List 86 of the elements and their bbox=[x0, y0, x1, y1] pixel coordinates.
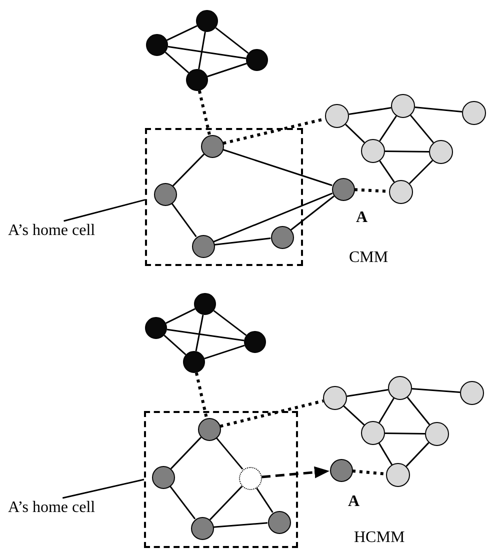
network-node bbox=[246, 49, 268, 71]
network-node bbox=[154, 182, 176, 206]
link-line bbox=[384, 432, 426, 435]
link-line bbox=[378, 442, 393, 466]
link-line bbox=[169, 486, 196, 520]
cell-boundary bbox=[144, 411, 298, 548]
link-line bbox=[209, 486, 243, 520]
link-line bbox=[406, 442, 430, 467]
network-node bbox=[270, 226, 294, 248]
network-node bbox=[183, 351, 205, 373]
network-node bbox=[429, 140, 453, 164]
network-node bbox=[268, 510, 290, 534]
leader-line bbox=[64, 199, 146, 222]
link-line bbox=[213, 522, 268, 528]
network-node bbox=[391, 94, 415, 118]
network-node bbox=[323, 386, 347, 410]
link-line bbox=[168, 46, 246, 60]
dotted-link bbox=[194, 372, 208, 418]
link-line bbox=[412, 388, 460, 393]
network-node bbox=[460, 381, 484, 405]
link-line bbox=[207, 62, 247, 78]
network-node bbox=[330, 458, 352, 482]
network-node bbox=[145, 317, 167, 339]
network-node bbox=[425, 422, 449, 446]
model-label: HCMM bbox=[354, 529, 405, 547]
link-line bbox=[198, 32, 206, 70]
link-line bbox=[213, 192, 333, 242]
link-line bbox=[172, 154, 205, 186]
dotted-node-outline bbox=[238, 466, 262, 490]
link-line bbox=[414, 106, 462, 113]
dotted-link bbox=[198, 90, 211, 136]
link-line bbox=[164, 334, 186, 356]
network-node bbox=[332, 178, 354, 200]
link-line bbox=[408, 160, 434, 184]
link-line bbox=[204, 344, 245, 360]
link-line bbox=[343, 406, 365, 426]
network-node bbox=[152, 466, 174, 488]
network-node bbox=[198, 418, 220, 440]
network-node bbox=[462, 101, 486, 125]
link-line bbox=[379, 116, 397, 142]
link-line bbox=[406, 396, 430, 426]
dashed-arrow bbox=[261, 466, 330, 478]
link-line bbox=[214, 238, 271, 246]
dotted-link bbox=[352, 470, 386, 476]
cell-label: A’s home cell bbox=[8, 222, 96, 239]
network-node bbox=[192, 234, 214, 258]
link-line bbox=[256, 487, 274, 513]
link-line bbox=[166, 308, 196, 324]
link-line bbox=[166, 25, 198, 41]
link-line bbox=[213, 310, 247, 336]
network-node bbox=[190, 516, 214, 540]
link-line bbox=[170, 436, 202, 470]
network-node bbox=[386, 463, 410, 487]
link-line bbox=[379, 160, 395, 183]
link-line bbox=[348, 107, 392, 115]
link-line bbox=[164, 52, 190, 74]
node-caption: A bbox=[356, 209, 368, 227]
network-node bbox=[186, 69, 208, 91]
link-line bbox=[345, 124, 365, 144]
network-node bbox=[325, 104, 349, 128]
link-line bbox=[290, 196, 334, 230]
model-label: CMM bbox=[349, 249, 388, 267]
dotted-link bbox=[220, 399, 324, 428]
link-line bbox=[222, 148, 332, 186]
network-node bbox=[194, 293, 216, 315]
network-node bbox=[388, 376, 412, 400]
link-line bbox=[195, 314, 204, 352]
link-line bbox=[346, 389, 388, 397]
leader-line bbox=[62, 478, 144, 499]
node-caption: A bbox=[348, 493, 360, 511]
network-node bbox=[389, 180, 413, 204]
link-line bbox=[378, 398, 394, 424]
network-node bbox=[200, 134, 224, 158]
cell-boundary bbox=[145, 128, 303, 266]
link-line bbox=[216, 437, 244, 470]
network-node bbox=[196, 10, 218, 32]
network-node bbox=[361, 421, 385, 445]
network-node bbox=[146, 34, 168, 56]
cell-label: A’s home cell bbox=[8, 499, 96, 516]
link-line bbox=[215, 27, 249, 54]
network-node bbox=[244, 331, 266, 353]
network-node bbox=[361, 139, 385, 163]
link-line bbox=[166, 328, 244, 342]
link-line bbox=[410, 114, 434, 144]
link-line bbox=[384, 150, 430, 153]
link-line bbox=[171, 202, 197, 238]
